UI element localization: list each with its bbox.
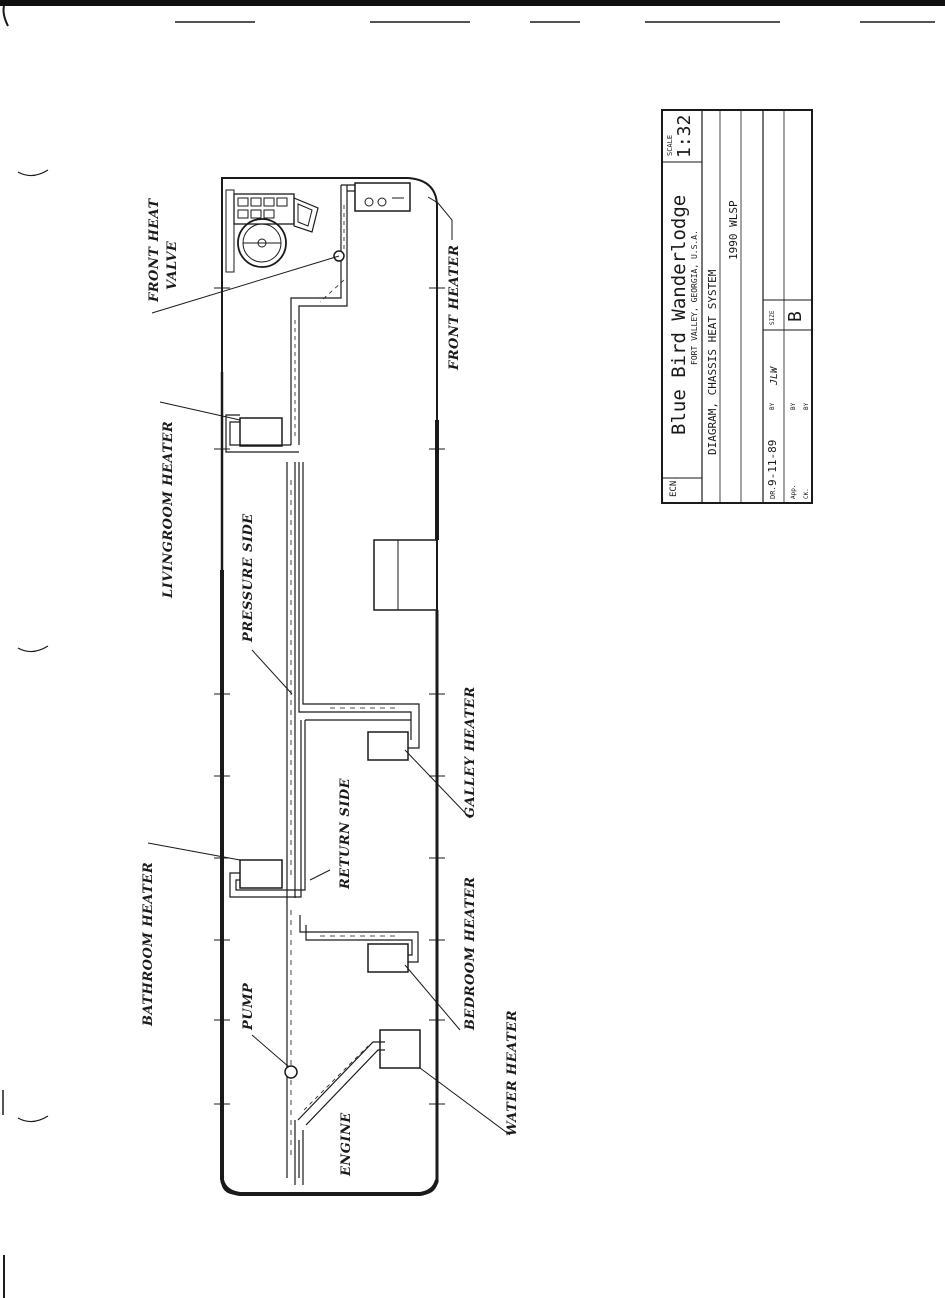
label-front-heat-valve-2: VALVE xyxy=(165,240,180,290)
tb-size-label: SIZE xyxy=(769,310,776,325)
water-heater xyxy=(379,1029,421,1069)
label-front-heat-valve: FRONT HEAT xyxy=(147,197,162,303)
label-bathroom-heater: BATHROOM HEATER xyxy=(141,862,156,1027)
tb-by-label-3: BY xyxy=(803,402,810,410)
tb-title: DIAGRAM, CHASSIS HEAT SYSTEM xyxy=(706,269,719,455)
entry-door xyxy=(373,539,438,611)
label-return-side: RETURN SIDE xyxy=(338,777,353,890)
tb-scale-label: SCALE xyxy=(666,135,674,156)
leader-lines xyxy=(147,196,511,1136)
tb-location: FORT VALLEY, GEORGIA, U.S.A. xyxy=(690,230,699,365)
title-block: ECN. Blue Bird Wanderlodge FORT VALLEY, … xyxy=(661,109,813,504)
component-labels: FRONT HEAT VALVE FRONT HEATER LIVINGROOM… xyxy=(141,197,520,1177)
label-pump: PUMP xyxy=(241,982,256,1031)
scan-border-top xyxy=(0,0,945,27)
tb-app-label: App. xyxy=(790,485,797,499)
tb-by-label-2: BY xyxy=(790,402,797,410)
bathroom-heater xyxy=(239,859,283,889)
label-engine: ENGINE xyxy=(339,1112,354,1177)
tb-date: 9-11-89 xyxy=(766,440,779,486)
livingroom-heater xyxy=(239,417,283,447)
tb-dr-label: DR. xyxy=(769,486,777,499)
tb-by-label-1: BY xyxy=(769,402,776,410)
tb-company: Blue Bird Wanderlodge xyxy=(668,195,690,435)
label-water-heater: WATER HEATER xyxy=(505,1010,520,1136)
label-bedroom-heater: BEDROOM HEATER xyxy=(463,877,478,1032)
label-front-heater: FRONT HEATER xyxy=(447,245,462,371)
tb-ck-label: CK. xyxy=(803,488,810,499)
bus-outline xyxy=(214,177,445,1196)
steering-wheel-icon xyxy=(237,218,287,268)
label-pressure-side: PRESSURE SIDE xyxy=(241,513,256,643)
galley-heater xyxy=(367,731,409,761)
tb-model: 1990 WLSP xyxy=(727,200,740,260)
pump-icon xyxy=(284,1065,298,1079)
label-livingroom-heater: LIVINGROOM HEATER xyxy=(161,421,176,599)
bedroom-heater xyxy=(367,943,409,973)
label-galley-heater: GALLEY HEATER xyxy=(463,686,478,818)
heater-plumbing xyxy=(225,184,420,1185)
tb-size: B xyxy=(785,311,806,322)
binder-hole-marks xyxy=(2,169,49,1298)
tb-scale: 1:32 xyxy=(674,115,695,158)
front-heater xyxy=(354,182,411,212)
tb-drawn-by: JLW xyxy=(769,366,780,386)
tb-ecn: ECN. xyxy=(669,475,679,497)
